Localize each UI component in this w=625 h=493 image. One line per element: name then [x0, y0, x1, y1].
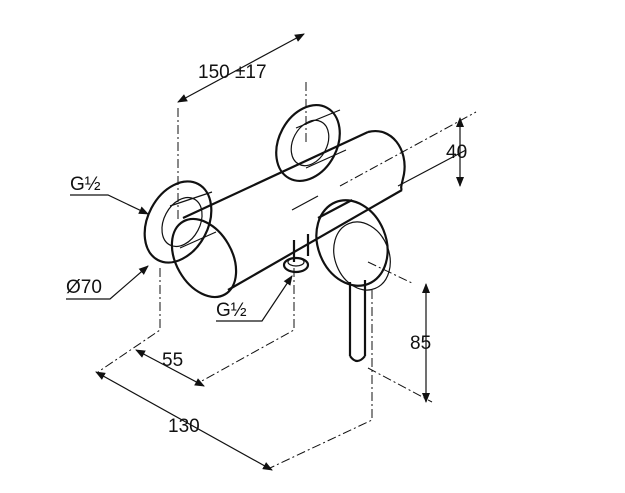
dimension-width-label: 150 ±17 [198, 62, 267, 83]
dimension-diameter-label: Ø70 [66, 277, 102, 298]
dimension-depth-label: 130 [168, 416, 200, 437]
centre-lines [97, 82, 477, 469]
mixer-body-outline [143, 104, 406, 363]
outlet-connector [282, 234, 310, 274]
dimension-depth: 130 [95, 371, 273, 471]
dimension-thread-left-label: G½ [70, 174, 101, 195]
right-wall-rosette [275, 104, 347, 182]
dimension-height-top: 40 [446, 117, 467, 187]
dimension-diameter: Ø70 [66, 265, 149, 300]
dimension-thread-left: G½ [70, 174, 149, 215]
dimension-offset: 55 [135, 349, 205, 387]
dimension-width: 150 ±17 [177, 33, 305, 103]
dimension-thread-bottom-label: G½ [216, 300, 247, 321]
dimension-height-top-label: 40 [446, 142, 467, 163]
handle-lever [315, 199, 391, 363]
left-wall-rosette [143, 180, 217, 264]
dimension-height-lever-label: 85 [410, 333, 431, 354]
dimension-offset-label: 55 [162, 350, 183, 371]
dimension-thread-bottom: G½ [216, 275, 293, 322]
mixer-cylinder [170, 129, 406, 299]
dimension-height-lever: 85 [410, 283, 431, 403]
